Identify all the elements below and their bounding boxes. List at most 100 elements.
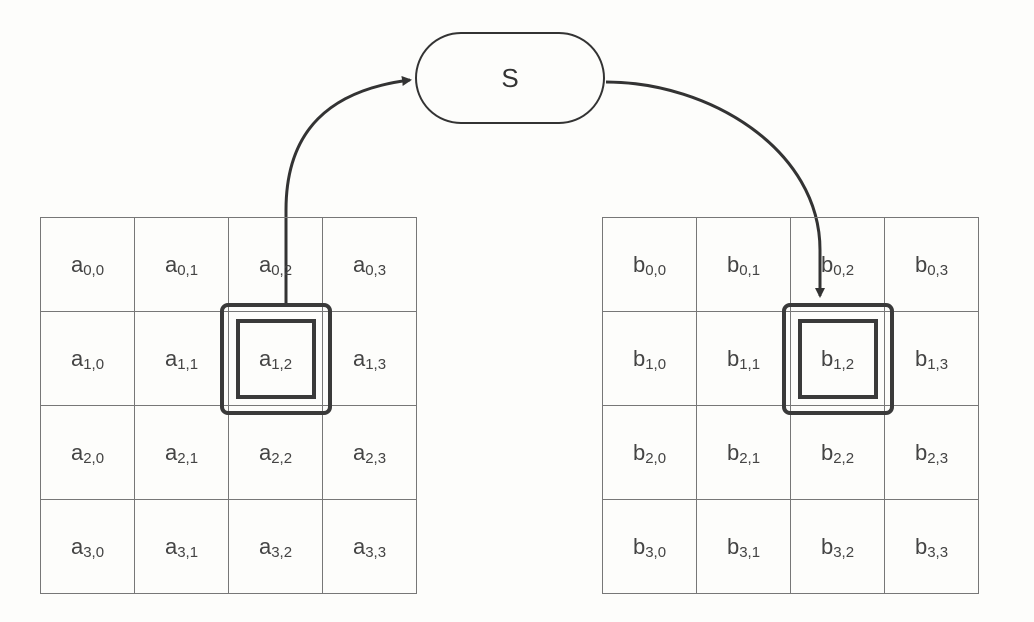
highlight-inner-frame	[236, 319, 316, 399]
cell-letter: a	[352, 533, 366, 559]
cell-letter: a	[70, 533, 84, 559]
cell-letter: b	[726, 533, 740, 559]
cell-subscript: 2,3	[365, 450, 387, 467]
cell-subscript: 1,0	[83, 356, 105, 373]
cell-letter: a	[164, 439, 178, 465]
cell-letter: b	[632, 251, 646, 277]
cell-letter: a	[352, 345, 366, 371]
cell-letter: a	[352, 439, 366, 465]
cell-letter: b	[820, 251, 834, 277]
cell-subscript: 0,1	[739, 262, 761, 279]
cell-subscript: 1,0	[645, 356, 667, 373]
cell-subscript: 1,3	[365, 356, 387, 373]
cell-letter: a	[258, 345, 272, 371]
cell-subscript: 2,0	[645, 450, 667, 467]
cell-letter: b	[726, 439, 740, 465]
cell-subscript: 3,2	[271, 544, 293, 561]
cell-subscript: 1,1	[177, 356, 199, 373]
cell-letter: a	[352, 251, 366, 277]
cell-letter: a	[70, 251, 84, 277]
arrow-s-to-b	[605, 80, 825, 298]
cell-subscript: 3,1	[739, 544, 761, 561]
cell-letter: a	[70, 439, 84, 465]
cell-letter: b	[820, 345, 834, 371]
cell-letter: a	[258, 439, 272, 465]
cell-letter: b	[914, 251, 928, 277]
cell-letter: a	[164, 251, 178, 277]
cell-letter: b	[632, 439, 646, 465]
cell-subscript: 2,1	[739, 450, 761, 467]
cell-subscript: 3,2	[833, 544, 855, 561]
cell-subscript: 3,3	[365, 544, 387, 561]
arrow-a-to-s	[284, 76, 412, 303]
highlight-outer-frame	[220, 303, 332, 415]
cell-letter: b	[914, 439, 928, 465]
cell-subscript: 0,2	[271, 262, 293, 279]
cell-subscript: 3,3	[927, 544, 949, 561]
operator-s-node: S	[415, 32, 605, 124]
cell-subscript: 1,2	[833, 356, 855, 373]
cell-letter: a	[258, 251, 272, 277]
cell-letter: b	[820, 533, 834, 559]
cell-subscript: 1,1	[739, 356, 761, 373]
cell-subscript: 0,0	[83, 262, 105, 279]
cell-subscript: 2,3	[927, 450, 949, 467]
cell-subscript: 0,3	[927, 262, 949, 279]
highlight-inner-frame	[798, 319, 878, 399]
cell-letter: b	[632, 345, 646, 371]
cell-subscript: 0,0	[645, 262, 667, 279]
cell-letter: a	[70, 345, 84, 371]
cell-letter: b	[726, 251, 740, 277]
operator-s-label: S	[501, 62, 519, 93]
cell-subscript: 0,1	[177, 262, 199, 279]
cell-letter: a	[258, 533, 272, 559]
cell-subscript: 1,3	[927, 356, 949, 373]
cell-subscript: 2,0	[83, 450, 105, 467]
cell-letter: b	[632, 533, 646, 559]
cell-letter: a	[164, 533, 178, 559]
cell-subscript: 2,2	[271, 450, 293, 467]
cell-letter: b	[914, 345, 928, 371]
cell-subscript: 3,1	[177, 544, 199, 561]
cell-subscript: 3,0	[645, 544, 667, 561]
cell-subscript: 2,1	[177, 450, 199, 467]
cell-letter: b	[914, 533, 928, 559]
cell-subscript: 3,0	[83, 544, 105, 561]
cell-letter: b	[820, 439, 834, 465]
cell-letter: b	[726, 345, 740, 371]
cell-subscript: 0,2	[833, 262, 855, 279]
